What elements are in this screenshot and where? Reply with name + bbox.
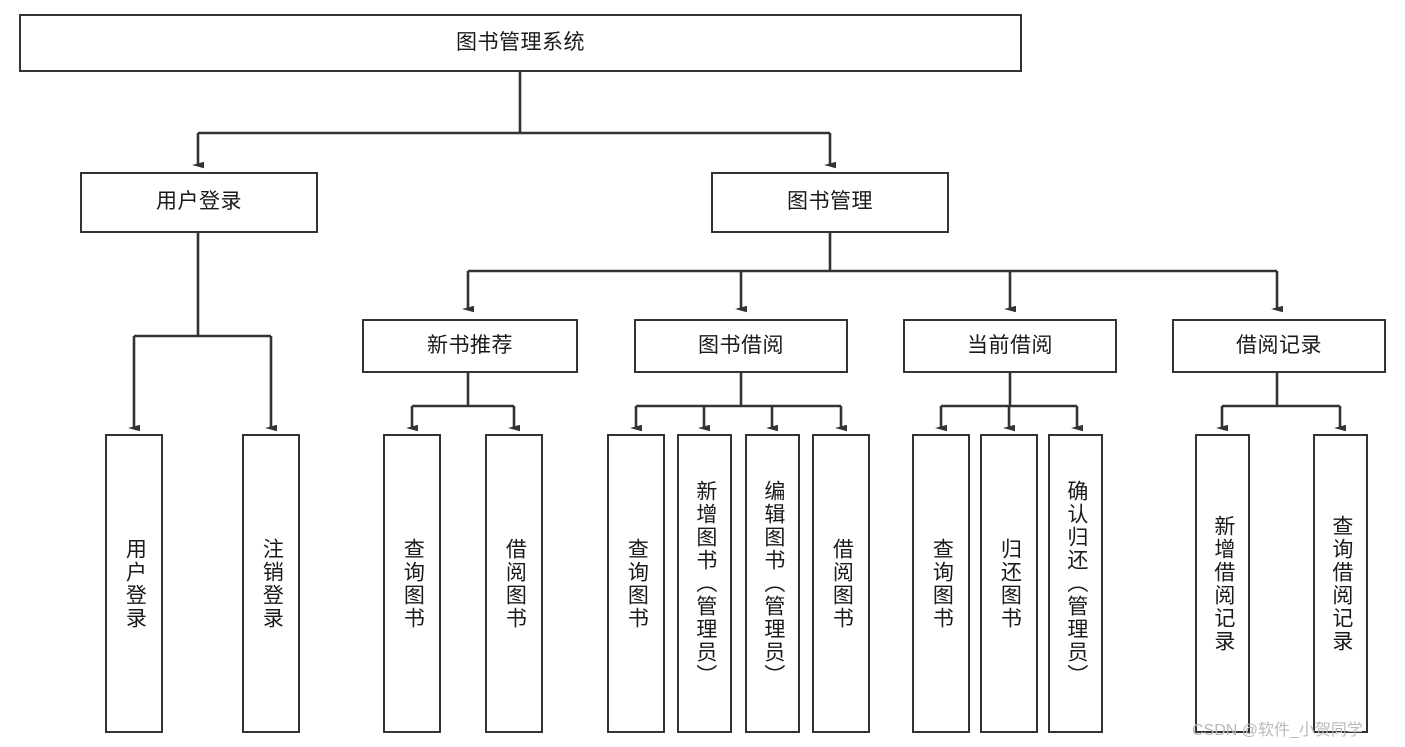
node-leaf-query-book-2[interactable]: 查询图书 [607,434,665,733]
node-leaf-query-record[interactable]: 查询借阅记录 [1313,434,1368,733]
node-leaf-query-book-3-label: 查询图书 [930,537,954,630]
node-leaf-borrow-book-1[interactable]: 借阅图书 [485,434,543,733]
node-new-book-rec[interactable]: 新书推荐 [362,319,578,373]
node-leaf-user-login-label: 用户登录 [123,537,147,630]
node-leaf-edit-book[interactable]: 编辑图书（管理员） [745,434,800,733]
node-leaf-return-book[interactable]: 归还图书 [980,434,1038,733]
node-leaf-query-book-3[interactable]: 查询图书 [912,434,970,733]
node-leaf-add-record[interactable]: 新增借阅记录 [1195,434,1250,733]
node-user-login-label: 用户登录 [156,190,242,214]
node-leaf-borrow-book-2-label: 借阅图书 [830,537,854,630]
node-leaf-return-book-label: 归还图书 [998,537,1022,630]
node-leaf-query-book-1-label: 查询图书 [401,537,425,630]
node-book-manage-label: 图书管理 [787,190,873,214]
node-leaf-query-book-1[interactable]: 查询图书 [383,434,441,733]
node-leaf-user-login[interactable]: 用户登录 [105,434,163,733]
node-leaf-logout-login[interactable]: 注销登录 [242,434,300,733]
node-leaf-confirm-return[interactable]: 确认归还（管理员） [1048,434,1103,733]
node-root-label: 图书管理系统 [456,30,585,54]
node-current-borrow[interactable]: 当前借阅 [903,319,1117,373]
node-leaf-add-record-label: 新增借阅记录 [1211,514,1235,653]
node-book-borrow[interactable]: 图书借阅 [634,319,848,373]
node-borrow-record-label: 借阅记录 [1236,333,1322,357]
node-leaf-borrow-book-2[interactable]: 借阅图书 [812,434,870,733]
node-leaf-query-record-label: 查询借阅记录 [1329,514,1353,653]
node-leaf-edit-book-label: 编辑图书（管理员） [761,480,785,687]
node-leaf-logout-login-label: 注销登录 [260,537,284,630]
node-new-book-rec-label: 新书推荐 [427,333,513,357]
node-leaf-confirm-return-label: 确认归还（管理员） [1064,480,1088,687]
node-leaf-query-book-2-label: 查询图书 [625,537,649,630]
node-book-manage[interactable]: 图书管理 [711,172,949,233]
node-leaf-add-book-label: 新增图书（管理员） [693,480,717,687]
node-leaf-borrow-book-1-label: 借阅图书 [503,537,527,630]
node-leaf-add-book[interactable]: 新增图书（管理员） [677,434,732,733]
node-borrow-record[interactable]: 借阅记录 [1172,319,1386,373]
node-root[interactable]: 图书管理系统 [19,14,1022,72]
node-book-borrow-label: 图书借阅 [698,333,784,357]
node-current-borrow-label: 当前借阅 [967,333,1053,357]
node-user-login[interactable]: 用户登录 [80,172,318,233]
